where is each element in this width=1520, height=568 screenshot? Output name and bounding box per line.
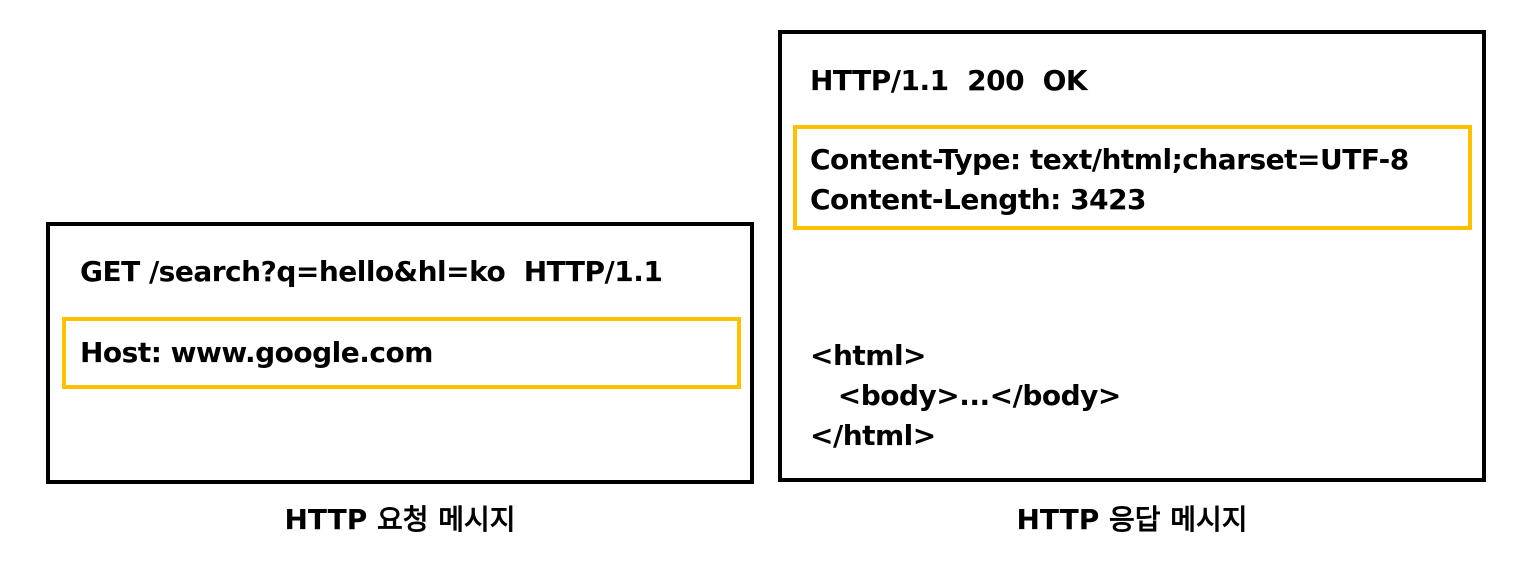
response-headers-highlight	[793, 125, 1472, 230]
response-header-content-type: Content-Type: text/html;charset=UTF-8	[810, 143, 1409, 176]
response-message-box	[778, 30, 1486, 482]
response-body-line: <html>	[810, 339, 927, 372]
request-headers-highlight	[62, 317, 741, 389]
response-header-content-length: Content-Length: 3423	[810, 183, 1147, 216]
request-message-box	[46, 222, 754, 484]
response-status-line: HTTP/1.1 200 OK	[810, 64, 1088, 97]
response-body-line: <body>...</body>	[810, 379, 1122, 412]
response-caption: HTTP 응답 메시지	[1016, 503, 1248, 536]
request-caption: HTTP 요청 메시지	[284, 503, 516, 536]
response-body-line: </html>	[810, 419, 936, 452]
request-start-line: GET /search?q=hello&hl=ko HTTP/1.1	[80, 255, 663, 288]
request-header-host: Host: www.google.com	[80, 336, 433, 369]
